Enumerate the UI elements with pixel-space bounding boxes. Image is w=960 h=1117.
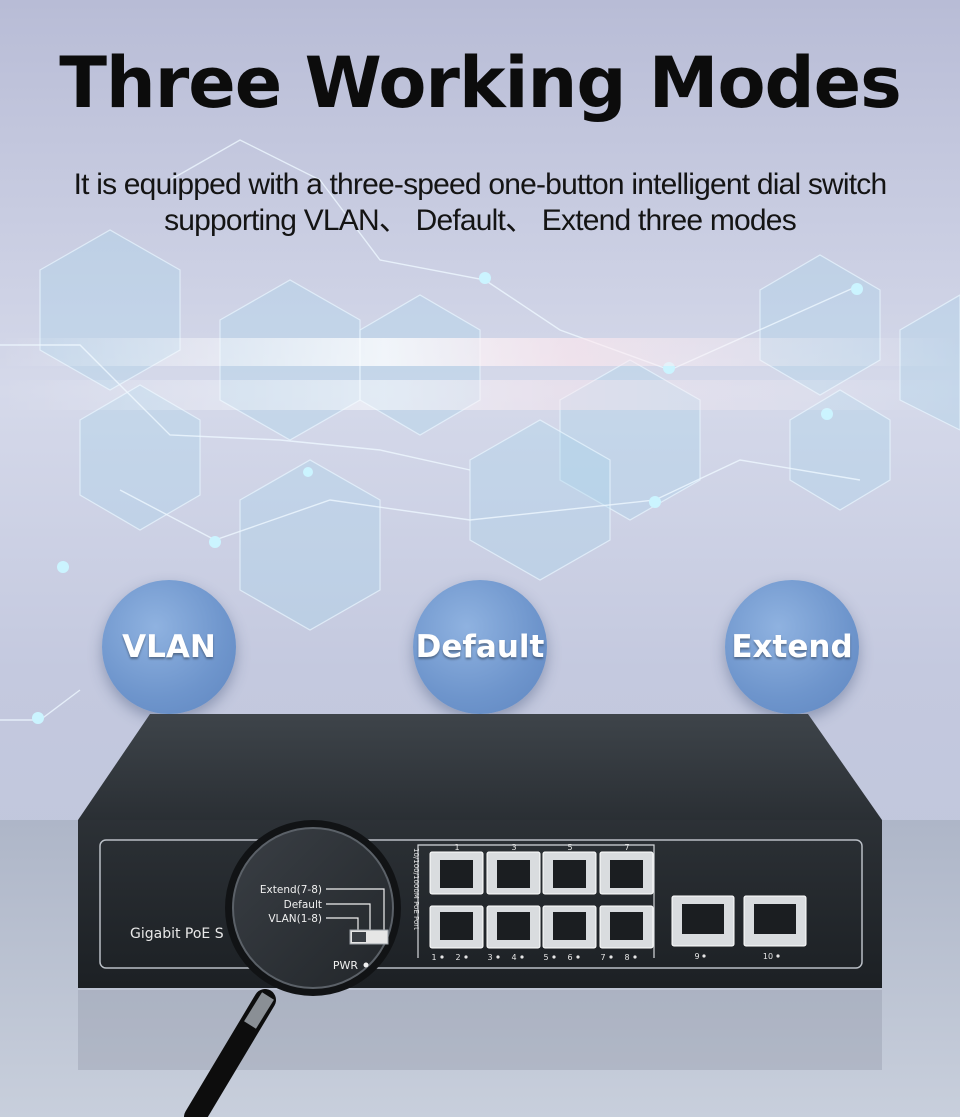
switch-label-default: Default [284, 899, 322, 911]
uplink-number-10: 10 [763, 952, 773, 961]
mode-vlan-label: VLAN [122, 629, 216, 665]
port-number-5: 5 [567, 843, 572, 852]
port-header-text: 10/100/1000M PoE Port [412, 848, 420, 930]
ports-bottom-row-sockets [440, 912, 643, 940]
port-mark-7: 7 [600, 953, 605, 962]
magnifier-handle [184, 989, 276, 1117]
pwr-label: PWR [333, 959, 359, 972]
mode-extend-badge: Extend [725, 580, 859, 714]
port-number-7: 7 [624, 843, 629, 852]
uplink-ports-sockets [682, 904, 796, 934]
mode-vlan-badge: VLAN [102, 580, 236, 714]
mode-extend-label: Extend [731, 629, 853, 665]
port-mark-1: 1 [431, 953, 436, 962]
uplink-number-9: 9 [694, 952, 699, 961]
ports-top-row-sockets [440, 860, 643, 888]
port-number-3: 3 [511, 843, 516, 852]
device-label: Gigabit PoE S [130, 926, 224, 942]
port-mark-6: 6 [567, 953, 572, 962]
mode-default-label: Default [415, 629, 545, 665]
device-reflection [78, 990, 882, 1070]
port-mark-2: 2 [455, 953, 460, 962]
mode-default-badge: Default [413, 580, 547, 714]
pwr-led-icon [363, 962, 369, 968]
magnifier-lens [233, 828, 393, 988]
switch-label-extend: Extend(7-8) [260, 884, 322, 896]
port-mark-8: 8 [624, 953, 629, 962]
device-front-panel [99, 839, 863, 969]
port-number-1: 1 [454, 843, 459, 852]
subtitle-line-1: It is equipped with a three-speed one-bu… [73, 168, 888, 201]
port-mark-3: 3 [487, 953, 492, 962]
port-mark-5: 5 [543, 953, 548, 962]
headline: Three Working Modes [59, 42, 902, 124]
subtitle-line-2: supporting VLAN、 Default、 Extend three m… [164, 204, 797, 237]
port-mark-4: 4 [511, 953, 516, 962]
port-block-outline [417, 844, 655, 958]
device-top-face [78, 714, 882, 820]
switch-label-vlan: VLAN(1-8) [268, 913, 322, 925]
